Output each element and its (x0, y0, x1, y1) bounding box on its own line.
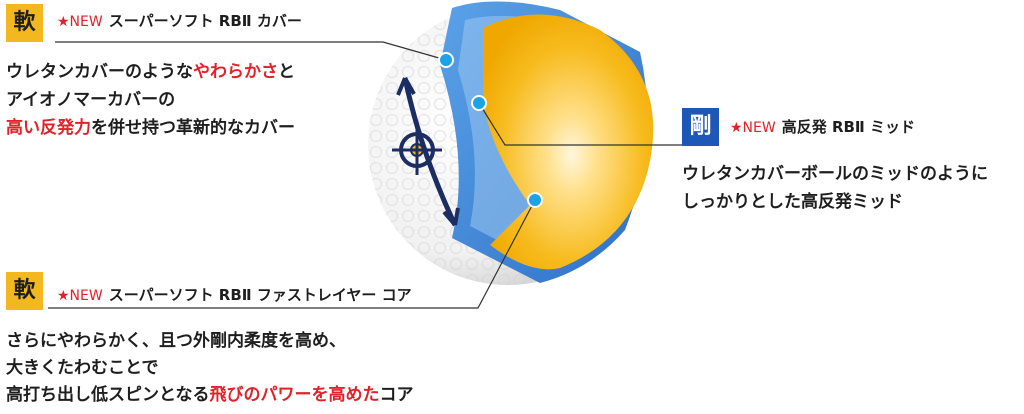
mid-badge: 剛 (682, 108, 719, 146)
core-description: さらにやわらかく、且つ外剛内柔度を高め、 大きくたわむことで 高打ち出し低スピン… (6, 328, 414, 409)
cover-desc-seg: と (278, 62, 295, 82)
cover-new-mark: ★NEW (57, 14, 103, 30)
mid-desc-seg: しっかりとした高反発ミッド (682, 192, 903, 212)
cover-desc-highlight: 高い反発力 (6, 118, 91, 138)
cover-description: ウレタンカバーのようなやわらかさと アイオノマーカバーの 高い反発力を併せ持つ革… (6, 58, 295, 142)
core-desc-highlight: 飛びのパワーを高めた (209, 385, 380, 405)
core-desc-seg: 高打ち出し低スピンとなる (6, 385, 210, 405)
mid-desc-line-1: ウレタンカバーボールのミッドのように (682, 160, 988, 188)
core-desc-seg: さらにやわらかく、且つ外剛内柔度を高め、 (6, 331, 346, 351)
mid-leader-line (478, 102, 682, 146)
cover-desc-line-3: 高い反発力を併せ持つ革新的なカバー (6, 114, 295, 142)
core-desc-seg: コア (379, 385, 414, 405)
energy-arrow (392, 77, 460, 227)
core-marker (527, 192, 543, 208)
cover-desc-seg: ウレタンカバーのような (6, 62, 193, 82)
core-new-mark: ★NEW (57, 288, 103, 304)
core-desc-line-1: さらにやわらかく、且つ外剛内柔度を高め、 (6, 328, 414, 355)
cover-badge: 軟 (6, 4, 43, 42)
mid-title: ★NEW 高反発 RBⅡ ミッド (730, 116, 915, 137)
cover-title-text: スーパーソフト RBⅡ カバー (108, 12, 302, 30)
cover-leader-line (55, 41, 447, 61)
cover-desc-highlight: やわらかさ (193, 62, 278, 82)
mid-description: ウレタンカバーボールのミッドのように しっかりとした高反発ミッド (682, 160, 988, 216)
cover-desc-line-2: アイオノマーカバーの (6, 86, 295, 114)
cover-title: ★NEW スーパーソフト RBⅡ カバー (57, 10, 302, 31)
cover-marker (438, 52, 454, 68)
cover-desc-seg: アイオノマーカバーの (6, 90, 176, 110)
core-title-text: スーパーソフト RBⅡ ファストレイヤー コア (108, 286, 412, 304)
core-desc-line-2: 大きくたわむことで (6, 355, 414, 382)
core-badge: 軟 (6, 272, 43, 310)
core-desc-seg: 大きくたわむことで (6, 358, 159, 378)
core-desc-line-3: 高打ち出し低スピンとなる飛びのパワーを高めたコア (6, 382, 414, 409)
core-title: ★NEW スーパーソフト RBⅡ ファストレイヤー コア (57, 284, 412, 305)
core-layer (483, 14, 654, 270)
mid-marker (471, 95, 487, 111)
core-leader-line (48, 199, 536, 309)
mid-new-mark: ★NEW (730, 120, 776, 136)
mid-desc-line-2: しっかりとした高反発ミッド (682, 188, 988, 216)
cover-desc-line-1: ウレタンカバーのようなやわらかさと (6, 58, 295, 86)
mid-desc-seg: ウレタンカバーボールのミッドのように (682, 164, 988, 184)
cover-desc-seg: を併せ持つ革新的なカバー (91, 118, 295, 138)
mid-title-text: 高反発 RBⅡ ミッド (781, 118, 916, 136)
leader-lines (48, 41, 682, 309)
